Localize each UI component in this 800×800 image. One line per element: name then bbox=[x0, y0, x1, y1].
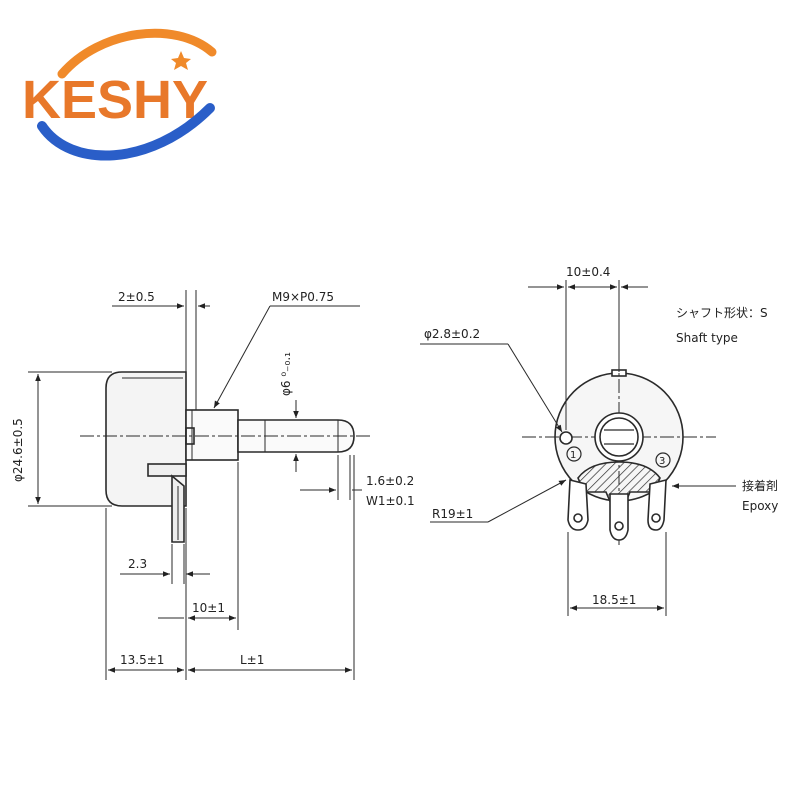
side-labels: φ24.6±0.5 2±0.5 M9×P0.75 φ6 ⁰₋₀.₁ 1.6±0.… bbox=[11, 290, 415, 667]
logo-text: KESHY bbox=[22, 70, 208, 130]
front-labels: 10±0.4 φ2.8±0.2 R19±1 18.5±1 1 3 シャフト形状：… bbox=[424, 265, 778, 607]
side-view bbox=[80, 371, 372, 543]
side-dimensions bbox=[28, 290, 362, 680]
body-depth-label: 13.5±1 bbox=[120, 653, 164, 667]
mounting-hole bbox=[559, 431, 573, 445]
shaft-type-jp: シャフト形状：S bbox=[676, 306, 768, 320]
terminal-label: 2.3 bbox=[128, 557, 147, 571]
thread-label: M9×P0.75 bbox=[272, 290, 334, 304]
terminal-side bbox=[147, 463, 187, 477]
pin-offset-label: 2±0.5 bbox=[118, 290, 155, 304]
epoxy-jp: 接着剤 bbox=[742, 478, 778, 493]
epoxy-en: Epoxy bbox=[742, 499, 778, 513]
terminal-1-marker bbox=[566, 446, 582, 462]
front-dimensions bbox=[420, 280, 736, 616]
terminal-middle bbox=[609, 493, 629, 541]
shaft-type-en: Shaft type bbox=[676, 331, 738, 345]
terminal-3-marker bbox=[655, 452, 671, 468]
slot-width-label: W1±0.1 bbox=[366, 494, 415, 508]
logo-swoosh-top bbox=[57, 28, 217, 79]
hole-label: φ2.8±0.2 bbox=[424, 327, 480, 341]
diameter-label: φ24.6±0.5 bbox=[11, 418, 25, 482]
star-icon bbox=[171, 51, 191, 70]
front-view bbox=[522, 356, 716, 545]
flat-depth-label: 1.6±0.2 bbox=[366, 474, 414, 488]
terminal-3-number: 3 bbox=[659, 456, 665, 467]
shaft-front bbox=[594, 412, 644, 462]
keshy-logo: KESHY bbox=[22, 28, 217, 161]
terminal-span-label: 18.5±1 bbox=[592, 593, 636, 607]
shaft-length-label: L±1 bbox=[240, 653, 264, 667]
radius-label: R19±1 bbox=[432, 507, 473, 521]
shaft-offset-label: 10±0.4 bbox=[566, 265, 610, 279]
logo-swoosh-bottom bbox=[37, 103, 215, 161]
bushing-length-label: 10±1 bbox=[192, 601, 225, 615]
shaft-diameter-label: φ6 ⁰₋₀.₁ bbox=[279, 352, 293, 396]
terminal-1-number: 1 bbox=[570, 450, 576, 461]
terminal-left bbox=[567, 478, 589, 531]
